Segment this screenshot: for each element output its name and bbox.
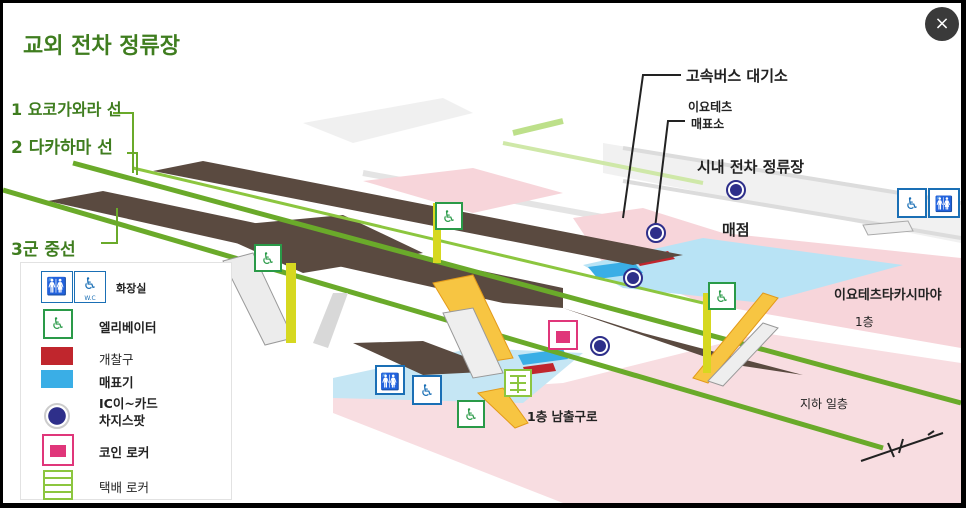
legend-label: 매표기 bbox=[99, 375, 134, 390]
legend-label: 엘리베이터 bbox=[99, 320, 157, 335]
ticket-leader bbox=[654, 120, 685, 229]
coin-locker-icon bbox=[548, 320, 578, 350]
close-button[interactable]: × bbox=[925, 7, 959, 41]
elevator-icon: ♿ bbox=[43, 309, 73, 339]
ic-card-spot-icon bbox=[44, 403, 70, 429]
north-arrow-icon bbox=[860, 430, 944, 462]
legend-gate: 개찰구 bbox=[21, 347, 231, 367]
station-map-modal: ♿ ♿ ♿ ♿ 🚻 ♿ ♿ 🚻 교외 전차 정류장 1 요코가와라 선 2 다카… bbox=[3, 3, 961, 503]
upper-area bbox=[603, 143, 961, 243]
escalator bbox=[476, 387, 529, 429]
ic-card-spot-icon bbox=[623, 268, 643, 288]
label-tram-stop: 시내 전차 정류장 bbox=[697, 158, 805, 176]
toilet-icon: 🚻 bbox=[928, 188, 960, 218]
elevator-shaft bbox=[286, 263, 296, 343]
legend-coin-locker: 코인 로커 bbox=[21, 434, 231, 466]
svg-text:♿: ♿ bbox=[715, 287, 729, 306]
track-3 bbox=[3, 187, 884, 451]
escalator bbox=[692, 292, 779, 384]
line-label-takahama: 2 다카하마 선 bbox=[11, 138, 113, 158]
label-iyotetsu-ticket: 이요테츠 bbox=[688, 100, 733, 114]
legend-ticket-machine: 매표기 bbox=[21, 370, 231, 390]
platform bbox=[353, 341, 503, 375]
line-label-yokogawara: 1 요코가와라 선 bbox=[11, 100, 122, 119]
legend: 🚻 ♿W.C 화장실 ♿ 엘리베이터 개찰구 매표기 IC이~카드 차지스팟 코… bbox=[20, 262, 232, 500]
elevator-icon: ♿ bbox=[457, 400, 485, 428]
toilet-icon: 🚻 bbox=[41, 271, 73, 303]
stairs bbox=[707, 322, 779, 387]
legend-label: 택배 로커 bbox=[99, 480, 149, 495]
svg-text:🚻: 🚻 bbox=[935, 195, 954, 213]
legend-ic-card: IC이~카드 차지스팟 bbox=[21, 393, 231, 431]
wheelchair-toilet-icon: ♿W.C bbox=[74, 271, 106, 303]
ic-card-spot-icon bbox=[646, 223, 666, 243]
tram-track bbox=[502, 141, 704, 185]
label-floor-1: 1층 bbox=[855, 315, 874, 329]
svg-text:♿: ♿ bbox=[905, 194, 919, 213]
elevator-shaft bbox=[703, 293, 711, 373]
basement-area bbox=[333, 333, 961, 503]
coin-locker-icon bbox=[42, 434, 74, 466]
label-takashimaya: 이요테츠타카시마야 bbox=[834, 288, 942, 303]
track-2 bbox=[72, 160, 961, 406]
elevator-icon: ♿ bbox=[435, 202, 463, 230]
stairs bbox=[862, 220, 914, 236]
legend-label: 개찰구 bbox=[99, 352, 134, 367]
legend-label: 코인 로커 bbox=[99, 445, 150, 460]
legend-label: 화장실 bbox=[116, 282, 147, 295]
elevator-icon: ♿ bbox=[254, 244, 282, 272]
ic-card-spot-icon bbox=[726, 180, 746, 200]
platform bbox=[153, 161, 683, 265]
legend-delivery-locker: 택배 로커 bbox=[21, 470, 231, 500]
tram-track bbox=[512, 118, 564, 136]
elevator-shaft bbox=[433, 203, 441, 263]
svg-text:🚻: 🚻 bbox=[380, 372, 400, 391]
gate-swatch bbox=[41, 347, 73, 365]
track-1 bbox=[132, 166, 704, 305]
bus-leader bbox=[622, 74, 681, 219]
legend-elevator: ♿ 엘리베이터 bbox=[21, 309, 231, 339]
gray-structure bbox=[303, 98, 473, 143]
svg-text:♿: ♿ bbox=[464, 405, 478, 424]
ic-card-spot-icon bbox=[590, 336, 610, 356]
label-bus-waiting: 고속버스 대기소 bbox=[686, 67, 788, 85]
elevator-icon: ♿ bbox=[708, 282, 736, 310]
line-leader bbox=[127, 152, 138, 175]
ticket-machine-swatch bbox=[41, 370, 73, 388]
svg-text:♿: ♿ bbox=[420, 381, 434, 400]
delivery-locker-icon bbox=[43, 470, 73, 500]
label-shop: 매점 bbox=[722, 221, 750, 239]
legend-label: IC이~카드 bbox=[99, 396, 158, 411]
label-iyotetsu-ticket-2: 매표소 bbox=[691, 117, 725, 131]
line-leader bbox=[101, 208, 118, 244]
legend-label: 차지스팟 bbox=[99, 413, 146, 428]
wheelchair-toilet-icon: ♿ bbox=[897, 188, 927, 218]
legend-toilet: 🚻 ♿W.C 화장실 bbox=[21, 271, 231, 303]
svg-text:♿: ♿ bbox=[442, 207, 456, 226]
svg-text:♿: ♿ bbox=[261, 249, 275, 268]
platform bbox=[203, 215, 423, 273]
page-title: 교외 전차 정류장 bbox=[23, 34, 180, 59]
label-basement: 지하 일층 bbox=[800, 397, 848, 411]
label-south-exit: 1층 남출구로 bbox=[527, 409, 598, 424]
delivery-locker-icon bbox=[504, 369, 532, 397]
pink-area bbox=[363, 168, 563, 213]
line-leader bbox=[113, 112, 134, 173]
pillar bbox=[313, 293, 348, 348]
wheelchair-toilet-icon: ♿ bbox=[412, 375, 442, 405]
station-diagram: ♿ ♿ ♿ ♿ 🚻 ♿ ♿ 🚻 bbox=[3, 74, 961, 503]
toilet-icon: 🚻 bbox=[375, 365, 405, 395]
stairs bbox=[442, 307, 504, 379]
line-label-gunchu: 3군 중선 bbox=[11, 240, 76, 260]
wc-text: W.C bbox=[84, 295, 96, 302]
